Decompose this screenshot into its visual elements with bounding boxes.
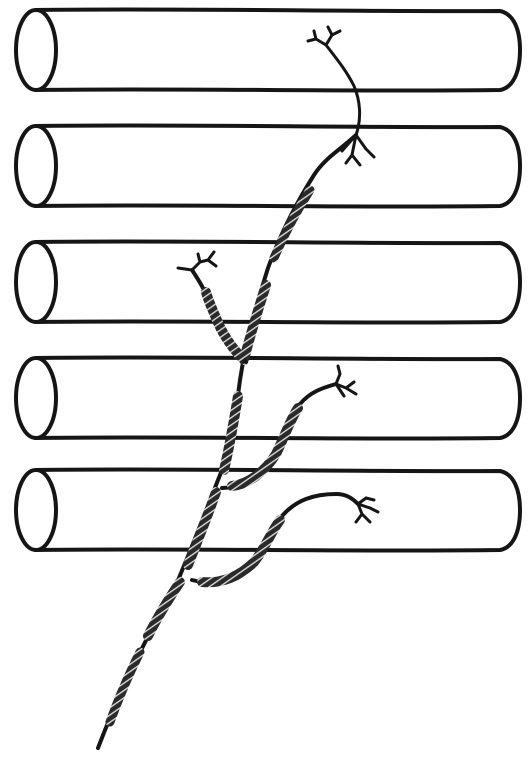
branching-terminal-icon (336, 366, 356, 396)
fiber-end-cap (16, 358, 56, 438)
myelin-segment (274, 190, 310, 258)
branching-terminal-icon (178, 252, 216, 270)
axon-branch-right-lower (192, 494, 358, 582)
fiber-outline (36, 125, 520, 206)
myelin-segment (110, 652, 140, 722)
myelin-segment (206, 292, 240, 356)
branching-terminal-icon (308, 27, 340, 45)
branching-terminal-icon (342, 135, 374, 165)
myelin-segment (224, 396, 238, 470)
myelin-segment (188, 492, 216, 565)
fiber-end-cap (16, 126, 56, 206)
muscle-fiber-cylinder (16, 357, 520, 438)
fiber-end-cap (16, 242, 56, 322)
branching-terminal-icon (356, 498, 378, 522)
axon-group (98, 45, 360, 748)
fiber-outline (36, 357, 520, 438)
fiber-outline (36, 9, 520, 90)
fiber-outline (36, 469, 520, 550)
myelin-segment (148, 582, 180, 636)
fiber-end-cap (16, 470, 56, 550)
fiber-end-cap (16, 10, 56, 90)
myelin-segment (232, 408, 298, 486)
muscle-fiber-cylinder (16, 9, 520, 90)
muscle-fiber-cylinder (16, 125, 520, 206)
